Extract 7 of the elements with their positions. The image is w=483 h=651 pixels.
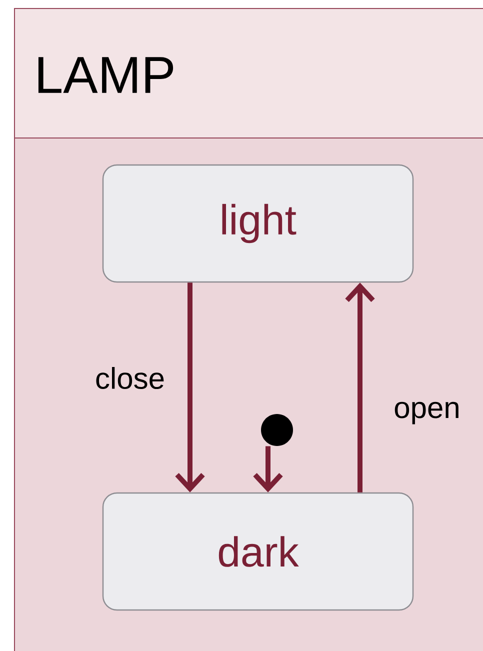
edge-label: open — [394, 402, 458, 424]
edge-label: close — [96, 367, 164, 390]
state-box: light — [102, 164, 414, 283]
initial-dot — [261, 414, 293, 446]
state-box: dark — [102, 492, 414, 611]
arrow — [345, 282, 375, 492]
arrow — [175, 282, 205, 492]
